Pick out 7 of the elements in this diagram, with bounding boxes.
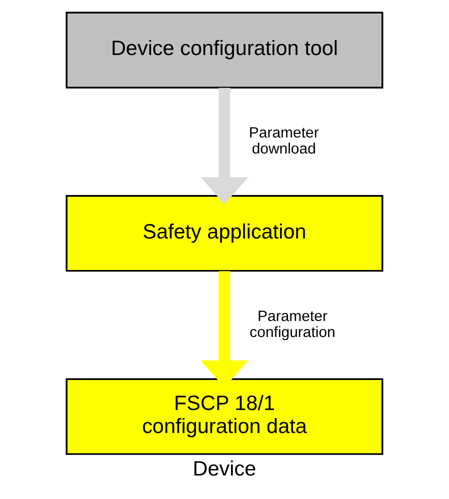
node-box: Safety application <box>66 195 384 272</box>
caption: Device <box>192 457 256 480</box>
edge-label: Parameter download <box>248 124 319 158</box>
node-box: FSCP 18/1 configuration data <box>66 378 384 455</box>
edge-label: Parameter configuration <box>250 308 336 341</box>
node-box: Device configuration tool <box>66 12 384 88</box>
arrow <box>200 88 248 204</box>
